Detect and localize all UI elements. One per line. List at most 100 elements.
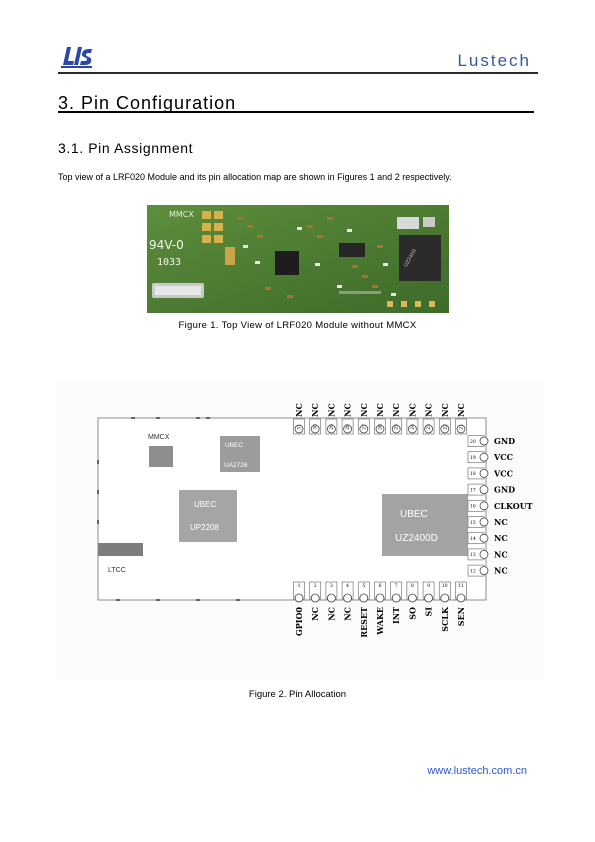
pin-30: 30 NC	[309, 403, 322, 435]
pin-12: 12 NC	[467, 564, 508, 577]
pin-label: NC	[310, 403, 320, 417]
ltcc-component	[98, 543, 143, 556]
pin-26: 26 NC	[374, 403, 386, 435]
pin-label: GND	[494, 485, 515, 495]
pin-label: NC	[494, 549, 508, 559]
pin-label: NC	[343, 403, 353, 417]
pin-17: 17 GND	[467, 483, 515, 496]
pin-label: GPIO0	[294, 607, 304, 637]
pin-23: 23 NC	[422, 403, 435, 435]
pin-number: 3	[330, 583, 333, 589]
pin-22: 22 NC	[438, 403, 451, 435]
silk-rating: 94V-0	[149, 238, 184, 252]
pin-9: 9SI	[422, 581, 435, 617]
pin-label: NC	[494, 517, 508, 527]
brand-name: Lustech	[457, 51, 531, 70]
chip-ua2726	[220, 436, 260, 472]
pin-15: 15 NC	[467, 516, 508, 528]
section-title-underline	[58, 111, 534, 113]
pin-label: GND	[494, 436, 515, 446]
pin-20: 20 GND	[467, 435, 515, 447]
pin-label: NC	[326, 403, 336, 417]
pin-number: 21	[459, 424, 465, 430]
pin-label: NC	[424, 403, 434, 417]
pin-4: 4NC	[341, 581, 354, 621]
pin-label: NC	[391, 403, 401, 417]
pin-number: 20	[470, 439, 476, 445]
chip-uz2400d-line1: UBEC	[400, 509, 428, 520]
section-title: 3. Pin Configuration	[58, 93, 237, 113]
chip-up2208-line2: UP2208	[190, 523, 219, 532]
pin-label: NC	[294, 403, 304, 417]
intro-paragraph: Top view of a LRF020 Module and its pin …	[58, 172, 452, 182]
pin-label: NC	[375, 403, 385, 417]
pin-label: NC	[494, 566, 508, 576]
pin-label: CLKOUT	[494, 501, 533, 511]
pin-number: 9	[427, 583, 430, 589]
header-divider	[58, 72, 538, 74]
pin-number: 5	[362, 583, 365, 589]
pin-8: 8SO	[406, 581, 419, 620]
pin-label: NC	[310, 607, 320, 621]
pin-2: 2NC	[309, 581, 322, 621]
pin-number: 15	[470, 520, 476, 526]
pin-number: 19	[470, 455, 476, 461]
pin-label: SEN	[456, 607, 466, 626]
pin-number: 26	[378, 424, 384, 430]
pin-21: 21 NC	[455, 403, 467, 435]
pin-label: INT	[391, 607, 401, 624]
chip-ua2726-line1: UBEC	[225, 442, 243, 449]
module-photo: MMCX 94V-0 1033 UZ2400	[147, 205, 449, 313]
chip-ua2726-line2: UA2726	[224, 462, 248, 469]
pin-label: NC	[494, 533, 508, 543]
pin-label: NC	[456, 403, 466, 417]
pin-number: 17	[470, 487, 476, 493]
pin-label: SO	[407, 607, 417, 620]
pin-label: SI	[424, 607, 434, 617]
pin-number: 11	[458, 583, 464, 589]
mmcx-connector	[149, 446, 173, 467]
pin-label: NC	[440, 403, 450, 417]
pin-number: 31	[297, 424, 303, 430]
subsection-title: 3.1. Pin Assignment	[58, 140, 194, 156]
chip-uz2400d	[382, 494, 468, 556]
figure1-caption: Figure 1. Top View of LRF020 Module with…	[178, 320, 417, 331]
lustech-logo-icon	[58, 43, 94, 69]
pin-number: 28	[345, 424, 351, 430]
pin-label: VCC	[493, 452, 513, 462]
pin-label: NC	[343, 607, 353, 621]
pin-number: 23	[426, 424, 432, 430]
website-link[interactable]: www.lustech.com.cn	[427, 765, 527, 777]
figure2-caption: Figure 2. Pin Allocation	[248, 689, 347, 700]
pin-number: 29	[329, 424, 335, 430]
pin-number: 4	[346, 583, 349, 589]
pin-label: NC	[359, 403, 369, 417]
pin-number: 30	[313, 424, 319, 430]
ltcc-label: LTCC	[108, 567, 126, 574]
pin-label: SCLK	[440, 606, 450, 632]
pin-18: 18 VCC	[467, 467, 513, 480]
pin-number: 25	[394, 424, 400, 430]
pin-label: NC	[326, 607, 336, 621]
pin-number: 22	[442, 424, 448, 430]
pin-label: NC	[407, 403, 417, 417]
pin-number: 18	[470, 471, 476, 477]
chip-up2208	[179, 490, 237, 542]
pin-number: 12	[470, 568, 476, 574]
chip-up2208-line1: UBEC	[194, 500, 216, 509]
pin-number: 24	[410, 424, 416, 430]
pin-24: 24 NC	[406, 403, 419, 435]
mmcx-label: MMCX	[148, 434, 170, 441]
pin-label: VCC	[493, 468, 513, 478]
pin-28: 28 NC	[341, 403, 354, 435]
pin-29: 29 NC	[325, 403, 338, 435]
